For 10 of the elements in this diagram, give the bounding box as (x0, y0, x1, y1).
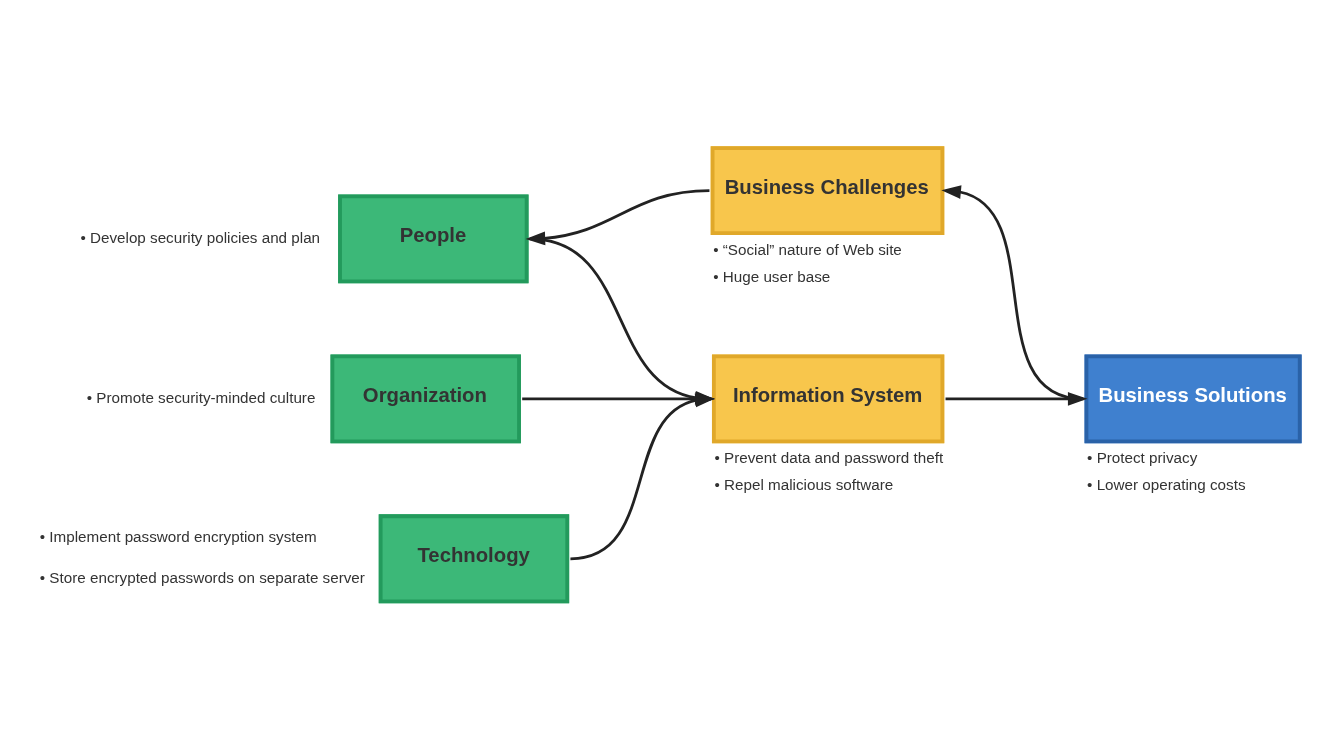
node-label: • Repel malicious software (714, 475, 894, 493)
node-label: • Promote security-minded culture (86, 388, 316, 406)
node-label: • Protect privacy (1087, 448, 1198, 466)
node-label: • Lower operating costs (1087, 475, 1246, 493)
node-label: • Develop security policies and plan (80, 228, 321, 246)
node-label: • Prevent data and password theft (714, 448, 944, 466)
node-label: • Store encrypted passwords on separate server (39, 568, 365, 586)
node-label: • “Social” nature of Web site (713, 240, 902, 258)
node-label: • Implement password encryption system (39, 527, 317, 545)
node-label: • Huge user base (713, 267, 831, 285)
